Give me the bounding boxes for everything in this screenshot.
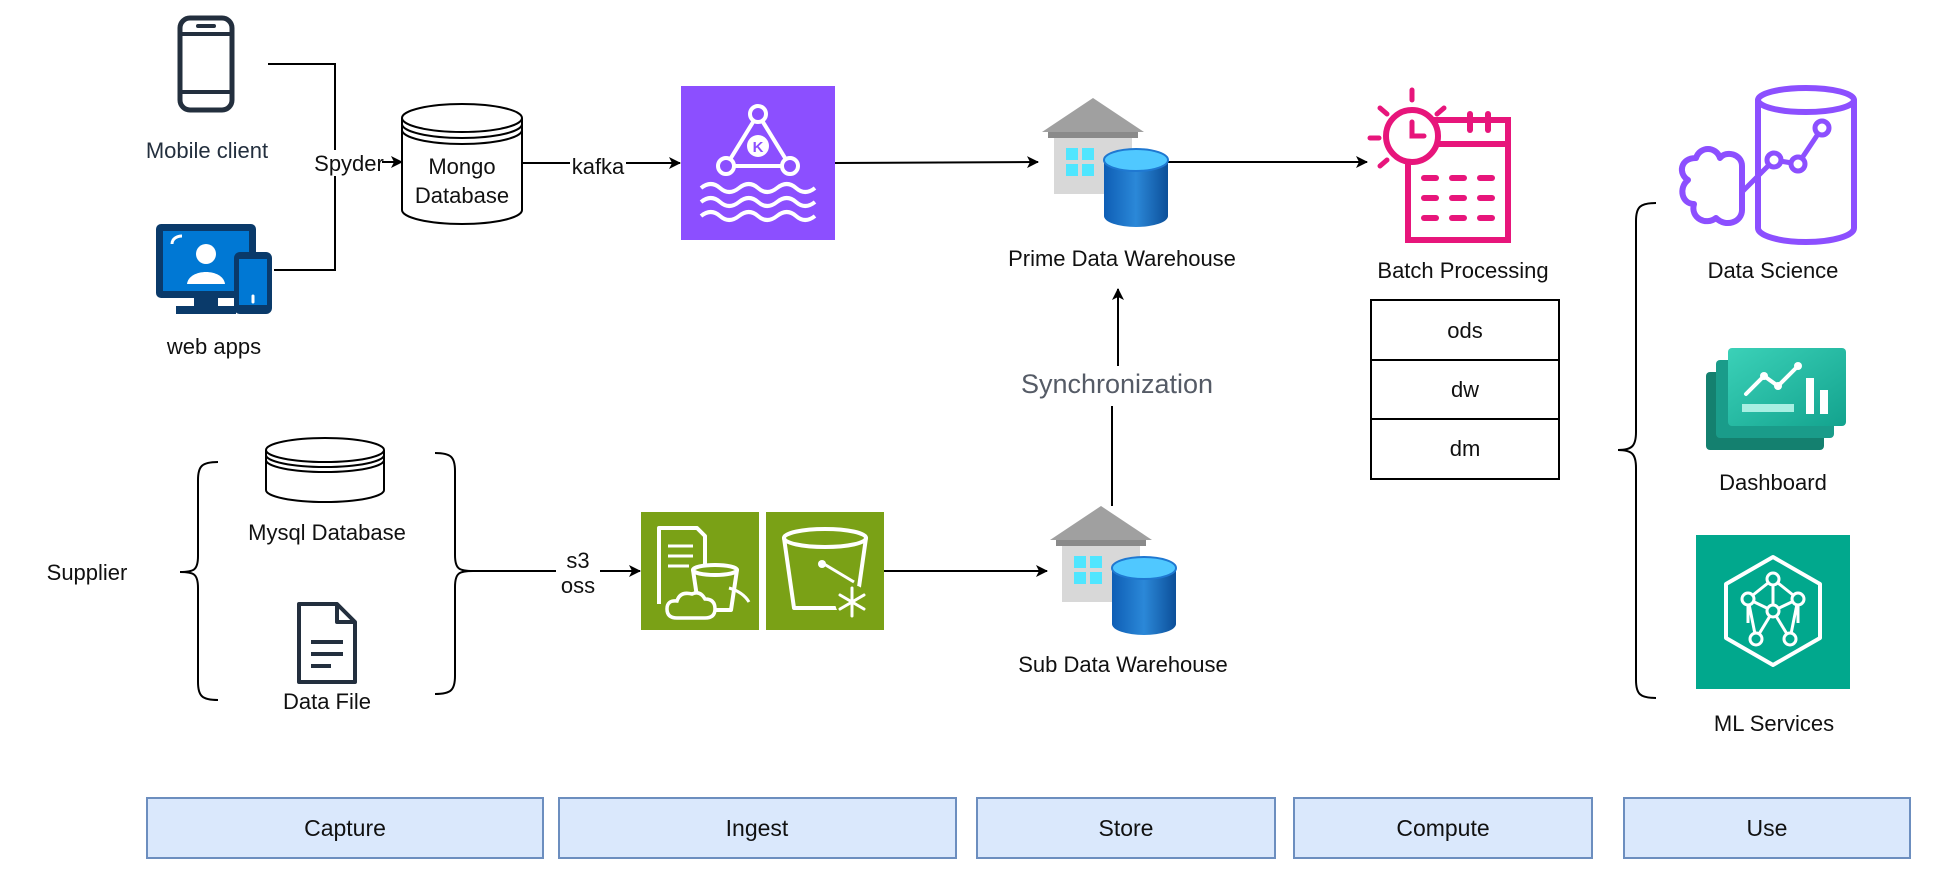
prime-data-warehouse-icon — [1042, 98, 1169, 227]
supplier-left-brace — [179, 461, 219, 701]
stage-use-box — [1623, 797, 1911, 859]
data-science-icon — [1678, 85, 1857, 245]
layer-ods-cell — [1370, 299, 1560, 361]
sub-data-warehouse-icon — [1050, 506, 1177, 635]
ml-services-icon — [1696, 535, 1850, 689]
mysql-database-cylinder — [265, 437, 385, 503]
web-apps-label: web apps — [166, 334, 261, 359]
stage-ingest-label: Ingest — [726, 815, 789, 841]
mobile-client-label: Mobile client — [146, 138, 268, 163]
kafka-label: kafka — [572, 154, 625, 179]
connectors — [268, 63, 1368, 577]
ml-services-label: ML Services — [1714, 711, 1834, 736]
s3-oss-label-bg — [556, 546, 600, 600]
dashboard-icon — [1706, 348, 1846, 450]
layer-dw-label: dw — [1451, 377, 1479, 402]
mysql-database-label: Mysql Database — [248, 520, 406, 545]
svg-text:K: K — [753, 139, 764, 156]
prime-data-warehouse-label: Prime Data Warehouse — [1008, 246, 1236, 271]
kafka-label-bg — [570, 152, 626, 178]
layer-dm-label: dm — [1450, 436, 1481, 461]
web-to-mongo-connector — [274, 162, 336, 271]
stage-store-box — [976, 797, 1276, 859]
layer-ods-label: ods — [1447, 318, 1482, 343]
data-layer-table: ods dw dm — [1370, 299, 1560, 480]
storage-gateway-icon — [641, 512, 759, 630]
stage-store-label: Store — [1099, 815, 1154, 841]
stage-capture-label: Capture — [304, 815, 386, 841]
kafka-stream-icon: K — [681, 86, 835, 240]
s3-glacier-icon — [766, 512, 884, 630]
stage-capture-box — [146, 797, 544, 859]
data-science-label: Data Science — [1708, 258, 1839, 283]
batch-calendar-icon — [1367, 87, 1511, 243]
mongo-label-line2: Database — [415, 183, 509, 208]
stage-compute-label: Compute — [1396, 815, 1489, 841]
stage-ingest-box — [558, 797, 957, 859]
kafka-to-prime-dw-arrow — [833, 156, 1039, 169]
mobile-phone-icon — [177, 15, 235, 113]
synchronization-label: Synchronization — [1021, 369, 1213, 399]
supplier-right-brace — [434, 452, 474, 695]
mobile-to-mongo-connector — [268, 63, 336, 162]
oss-label: oss — [561, 573, 595, 598]
batch-processing-label: Batch Processing — [1377, 258, 1548, 283]
stage-use-label: Use — [1747, 815, 1788, 841]
mongo-database-cylinder — [401, 103, 523, 225]
mongo-label-line1: Mongo — [428, 154, 495, 179]
stage-compute-box — [1293, 797, 1593, 859]
supplier-label: Supplier — [47, 560, 128, 585]
layer-dw-cell — [1370, 359, 1560, 420]
data-file-label: Data File — [283, 689, 371, 714]
sub-data-warehouse-label: Sub Data Warehouse — [1018, 652, 1228, 677]
dashboard-label: Dashboard — [1719, 470, 1827, 495]
spyder-label-bg — [316, 150, 382, 176]
layer-dm-cell — [1370, 418, 1560, 480]
spyder-label: Spyder — [314, 151, 384, 176]
use-left-brace — [1617, 202, 1657, 699]
data-file-icon — [297, 602, 357, 684]
web-apps-icon — [156, 224, 272, 314]
stage-bar: Capture Ingest Store Compute Use — [146, 797, 1911, 859]
s3-label: s3 — [566, 548, 589, 573]
